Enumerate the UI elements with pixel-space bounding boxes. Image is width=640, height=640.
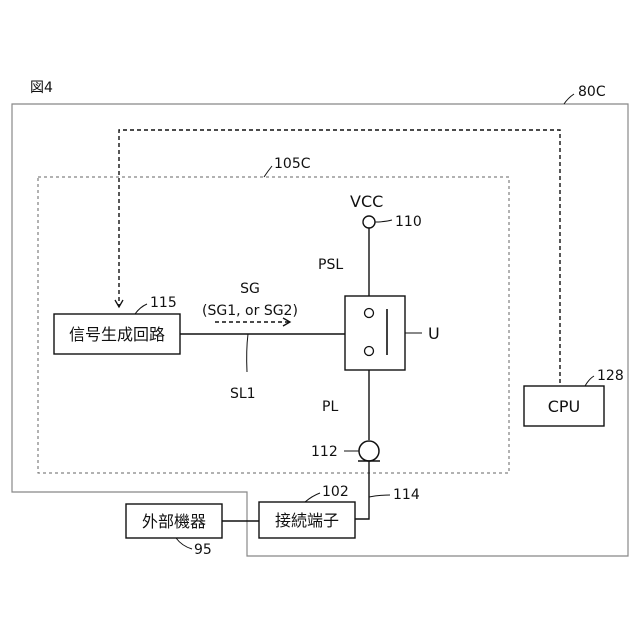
- ref-112: 112: [311, 444, 338, 460]
- psl-label: PSL: [318, 257, 343, 273]
- vcc-label: VCC: [350, 192, 383, 211]
- sg-variants-label: (SG1, or SG2): [202, 303, 298, 319]
- ref-115: 115: [150, 295, 177, 311]
- external-device-label: 外部機器: [142, 512, 206, 531]
- ref-80c: 80C: [578, 84, 606, 100]
- switch-u-box: [345, 296, 405, 370]
- ref-114-leader: [369, 495, 390, 497]
- line-114: [355, 461, 369, 519]
- sg-label: SG: [240, 281, 260, 297]
- ref-110-leader: [375, 220, 392, 222]
- ref-80c-leader: [564, 94, 574, 104]
- sl1-leader: [247, 334, 248, 372]
- switch-upper-contact: [365, 309, 374, 318]
- ref-105c-leader: [264, 166, 272, 177]
- pl-label: PL: [322, 399, 338, 415]
- connection-terminal-label: 接続端子: [275, 511, 339, 530]
- switch-u-label: U: [428, 324, 440, 343]
- figure-label: 図4: [30, 80, 53, 96]
- ref-114: 114: [393, 487, 420, 503]
- ref-110: 110: [395, 214, 422, 230]
- switch-lower-contact: [365, 347, 374, 356]
- sl1-label: SL1: [230, 386, 256, 402]
- ref-95-leader: [176, 538, 192, 549]
- ref-102-leader: [305, 493, 320, 502]
- ref-102: 102: [322, 484, 349, 500]
- signal-generator-label: 信号生成回路: [69, 325, 165, 344]
- terminal-112: [359, 441, 379, 461]
- cpu-label: CPU: [548, 397, 581, 416]
- ref-95: 95: [194, 542, 212, 558]
- ref-128-leader: [585, 376, 594, 386]
- ref-128: 128: [597, 368, 624, 384]
- ref-115-leader: [135, 304, 147, 314]
- vcc-terminal: [363, 216, 375, 228]
- ref-105c: 105C: [274, 156, 311, 172]
